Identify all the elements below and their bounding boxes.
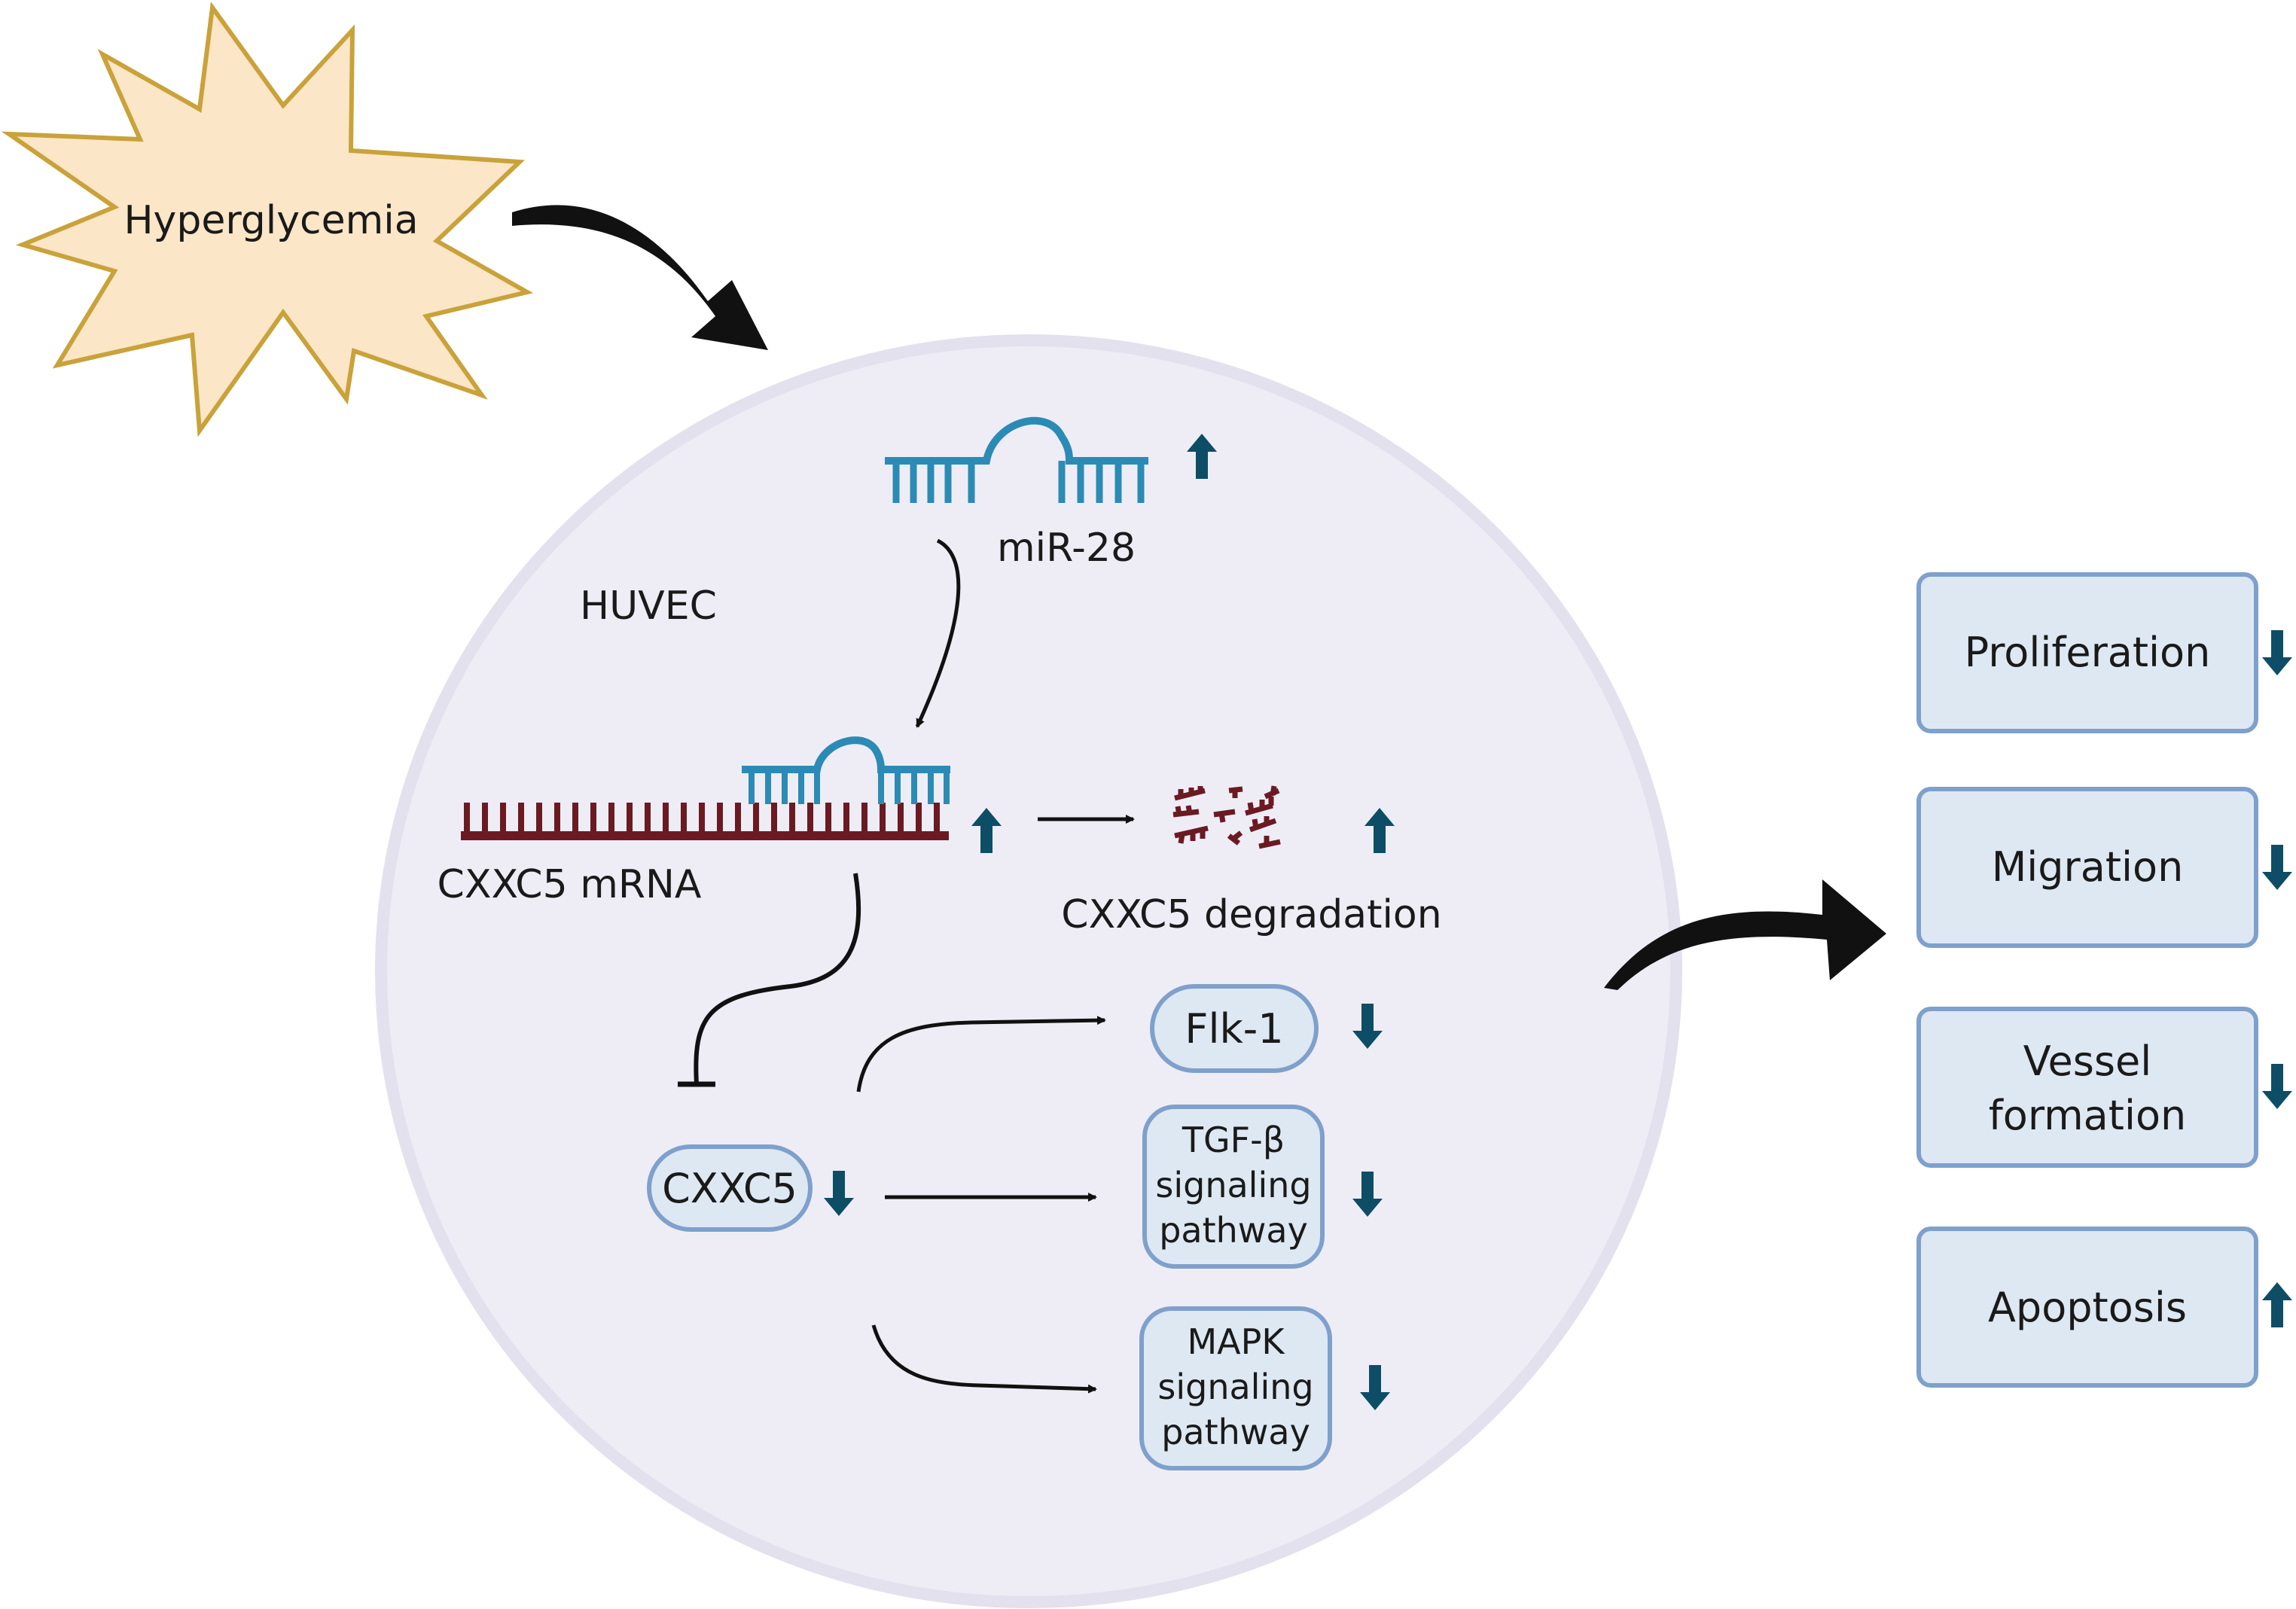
stimulus-arrow (512, 205, 768, 350)
tgfb-label-line2: signaling (1155, 1165, 1311, 1205)
tgfb-label-line3: pathway (1159, 1210, 1308, 1251)
degradation-label: CXXC5 degradation (1061, 892, 1441, 937)
outcome-vessel-formation: Vessel formation (1916, 1007, 2292, 1168)
mapk-box (1139, 1306, 1332, 1470)
mrna-label: CXXC5 mRNA (438, 862, 702, 907)
vessel-formation-label-line2: formation (1989, 1092, 2186, 1139)
cell-label: HUVEC (580, 584, 717, 629)
mir-to-mrna-arrow (915, 538, 961, 728)
mapk-label-line2: signaling (1157, 1367, 1313, 1407)
mir28-icon (885, 416, 1148, 503)
cxxc5-protein-box (647, 1144, 813, 1232)
vessel-formation-down-arrow-icon (2262, 1064, 2292, 1109)
outcome-proliferation: Proliferation (1916, 572, 2292, 733)
outcome-apoptosis: Apoptosis (1916, 1227, 2292, 1388)
migration-label: Migration (1992, 843, 2184, 891)
cxxc5-protein-label: CXXC5 (662, 1165, 797, 1212)
mapk-label-line1: MAPK (1187, 1321, 1285, 1362)
apoptosis-label: Apoptosis (1988, 1284, 2187, 1331)
flk1-box (1150, 984, 1319, 1073)
apoptosis-up-arrow-icon (2262, 1282, 2292, 1327)
tgfb-label-line1: TGF-β (1182, 1120, 1285, 1160)
flk1-label: Flk-1 (1185, 1005, 1283, 1053)
mapk-label-line3: pathway (1161, 1412, 1310, 1452)
proliferation-label: Proliferation (1965, 629, 2211, 676)
degradation-fragments-icon (1172, 785, 1281, 849)
cxxc5-mrna-icon (461, 736, 950, 840)
huvec-cell (375, 334, 1682, 1608)
vessel-formation-label-line1: Vessel (2023, 1038, 2151, 1085)
hyperglycemia-burst (1, 2, 534, 437)
tgfb-box (1142, 1105, 1325, 1269)
cxxc5-to-flk1-arrow (856, 1016, 1106, 1092)
cxxc5-to-mapk-arrow (871, 1324, 1097, 1394)
inhibition-line (694, 873, 861, 1085)
proliferation-down-arrow-icon (2262, 630, 2292, 675)
migration-down-arrow-icon (2262, 845, 2292, 890)
outcome-arrow (1604, 879, 1886, 990)
outcome-migration: Migration (1916, 787, 2292, 948)
mir28-label: miR-28 (997, 526, 1136, 571)
hyperglycemia-label: Hyperglycemia (123, 198, 418, 243)
